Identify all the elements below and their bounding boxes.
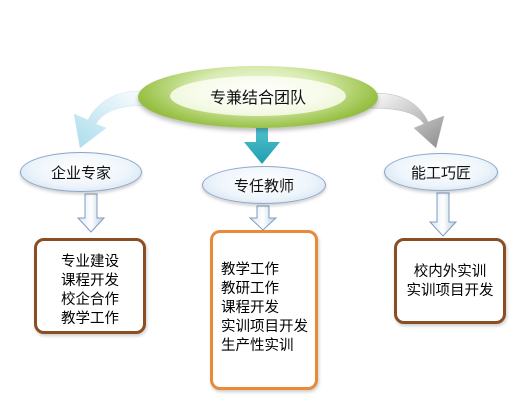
down-arrow-right	[428, 192, 458, 237]
duty-item: 教研工作	[221, 281, 279, 297]
curved-arrow-left	[73, 90, 151, 149]
duty-item: 实训项目开发	[406, 283, 494, 299]
duty-item: 专业建设	[61, 254, 119, 270]
center-oval-inner	[170, 76, 346, 116]
duty-item: 校内外实训	[413, 264, 487, 280]
duty-item: 课程开发	[61, 273, 119, 289]
down-arrow-left	[76, 193, 106, 233]
center-title: 专兼结合团队	[209, 88, 306, 107]
duty-box-right: 校内外实训 实训项目开发	[394, 238, 506, 324]
down-arrow-middle	[248, 205, 278, 231]
duty-box-left: 专业建设 课程开发 校企合作 教学工作	[34, 238, 146, 334]
duty-box-middle: 教学工作 教研工作 课程开发 实训项目开发 生产性实训	[210, 230, 318, 390]
oval-enterprise-experts: 企业专家	[20, 152, 142, 192]
duty-item: 生产性实训	[221, 338, 294, 354]
oval-fulltime-teachers: 专任教师	[202, 166, 326, 204]
duty-item: 课程开发	[221, 300, 279, 316]
curved-arrow-right	[367, 93, 445, 149]
duty-item: 教学工作	[221, 262, 279, 278]
duty-item: 校企合作	[61, 292, 119, 308]
oval-label-right: 能工巧匠	[410, 163, 471, 182]
duty-item: 教学工作	[61, 311, 119, 327]
oval-skilled-craftsmen: 能工巧匠	[384, 153, 498, 191]
center-down-arrow	[244, 120, 280, 164]
oval-label-left: 企业专家	[50, 163, 111, 182]
duty-item: 实训项目开发	[221, 319, 308, 335]
oval-label-middle: 专任教师	[233, 176, 294, 195]
